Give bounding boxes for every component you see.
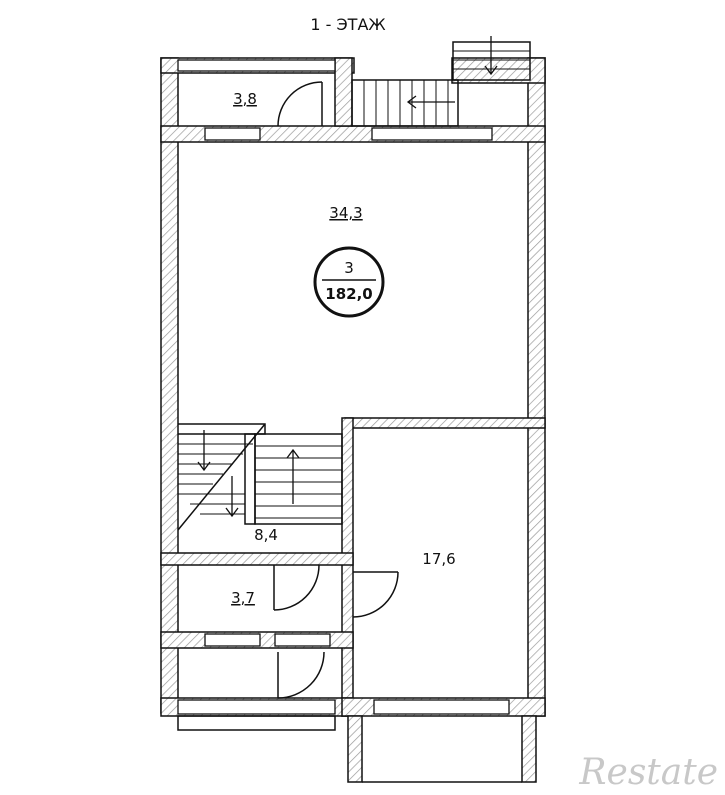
right-room-door: [352, 571, 399, 618]
top-stair: [351, 36, 531, 127]
room-area-bath: 3,7: [231, 589, 255, 607]
room-area-right-room: 17,6: [422, 550, 455, 568]
windows: [177, 59, 510, 715]
apartment-badge: 3 182,0: [313, 246, 385, 318]
room-area-storage: 3,8: [233, 90, 257, 108]
balcony: [347, 715, 537, 783]
room-area-stair-hall: 8,4: [254, 526, 278, 544]
bottom-step: [177, 715, 336, 731]
lower-room-door: [277, 651, 325, 699]
inner-stair: [177, 423, 343, 531]
storage-door: [277, 81, 323, 127]
watermark-logo: Restate: [578, 752, 718, 793]
bath-door: [273, 564, 320, 611]
apartment-total-area: 182,0: [325, 285, 372, 303]
apartment-number: 3: [344, 259, 354, 277]
floor-title: 1 - ЭТАЖ: [310, 15, 385, 34]
room-area-main-hall: 34,3: [329, 204, 362, 222]
